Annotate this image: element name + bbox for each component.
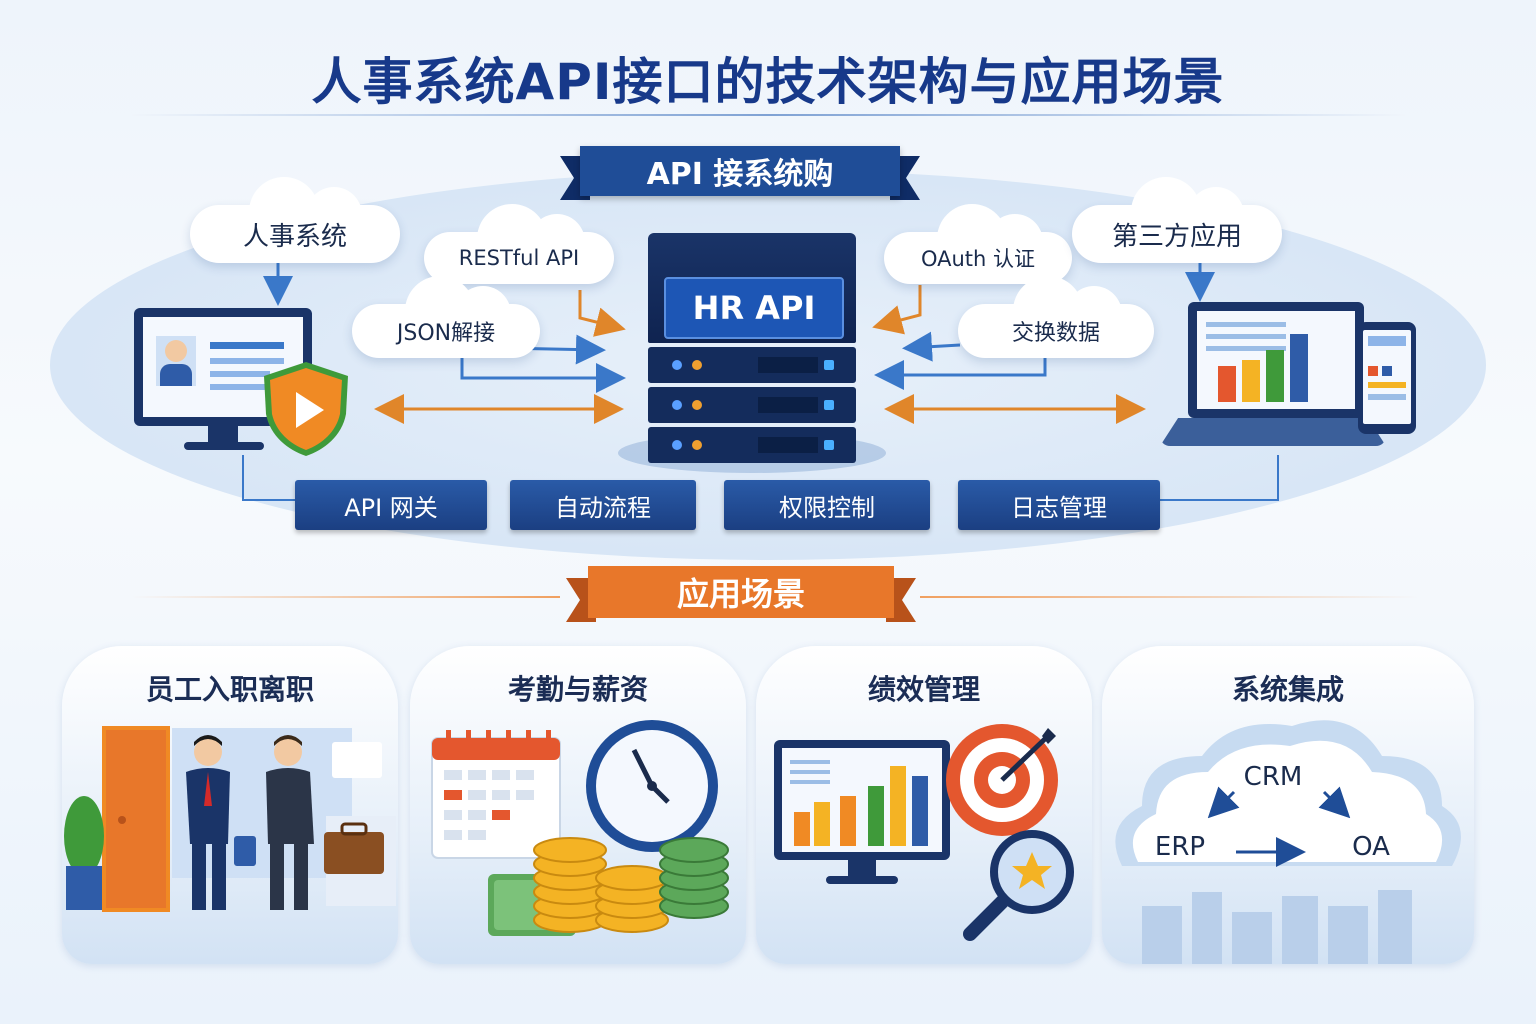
auto-process-button[interactable]: 自动流程	[510, 480, 696, 530]
integration-node-erp: ERP	[1154, 832, 1206, 862]
scenario-card-performance-title: 绩效管理	[867, 673, 980, 706]
cloud-restful-label: RESTful API	[458, 246, 580, 270]
server-unit-2	[648, 387, 856, 423]
cloud-data: 交换数据	[958, 276, 1154, 358]
scenario-ribbon: 应用场景	[566, 564, 916, 630]
scenario-ribbon-label: 应用场景	[676, 575, 805, 613]
server-label: HR API	[692, 289, 816, 327]
onboarding-illustration	[64, 726, 396, 912]
scenario-divider-left	[130, 596, 560, 598]
cloud-json: JSON解接	[352, 276, 540, 358]
scenario-card-onboarding: 员工入职离职	[62, 646, 398, 964]
scenario-card-attendance-title: 考勤与薪资	[507, 673, 648, 706]
scenario-card-integration: 系统集成 CRM ERP OA	[1102, 646, 1474, 964]
cloud-hr-system-label: 人事系统	[242, 221, 347, 252]
cloud-restful: RESTful API	[424, 204, 614, 284]
cloud-json-label: JSON解接	[396, 321, 496, 346]
architecture-ribbon: API 接系统购	[560, 142, 920, 208]
shield-play-icon	[264, 362, 348, 456]
phone-icon	[1358, 322, 1416, 434]
page-title: 人事系统API接口的技术架构与应用场景	[311, 53, 1225, 111]
server-unit-3	[648, 427, 856, 463]
architecture-ribbon-label: API 接系统购	[580, 146, 900, 196]
attendance-illustration	[431, 720, 729, 936]
cloud-oauth: OAuth 认证	[884, 204, 1072, 284]
desktop-monitor-icon	[134, 308, 314, 458]
scenario-card-performance: 绩效管理	[756, 646, 1092, 964]
integration-node-crm: CRM	[1243, 762, 1303, 792]
api-gateway-button[interactable]: API 网关	[295, 480, 487, 530]
server-unit-1	[648, 347, 856, 383]
integration-arrows	[1207, 786, 1351, 867]
integration-cloud-illustration	[1115, 720, 1461, 964]
integration-node-oa: OA	[1352, 832, 1390, 862]
cloud-oauth-label: OAuth 认证	[920, 247, 1036, 271]
scenario-divider-right	[920, 596, 1420, 598]
laptop-icon	[1160, 302, 1386, 450]
cloud-hr-system: 人事系统	[190, 177, 400, 263]
scenario-card-onboarding-title: 员工入职离职	[145, 673, 314, 706]
cloud-third-party-label: 第三方应用	[1111, 221, 1242, 252]
cloud-data-label: 交换数据	[1011, 321, 1100, 346]
scenario-card-integration-title: 系统集成	[1231, 673, 1344, 706]
performance-illustration	[774, 724, 1074, 941]
access-control-button[interactable]: 权限控制	[724, 480, 930, 530]
scenario-card-attendance: 考勤与薪资	[410, 646, 746, 964]
cloud-third-party: 第三方应用	[1072, 177, 1282, 263]
server-stack: HR API	[618, 233, 886, 473]
title-divider	[130, 114, 1406, 116]
log-management-button[interactable]: 日志管理	[958, 480, 1160, 530]
